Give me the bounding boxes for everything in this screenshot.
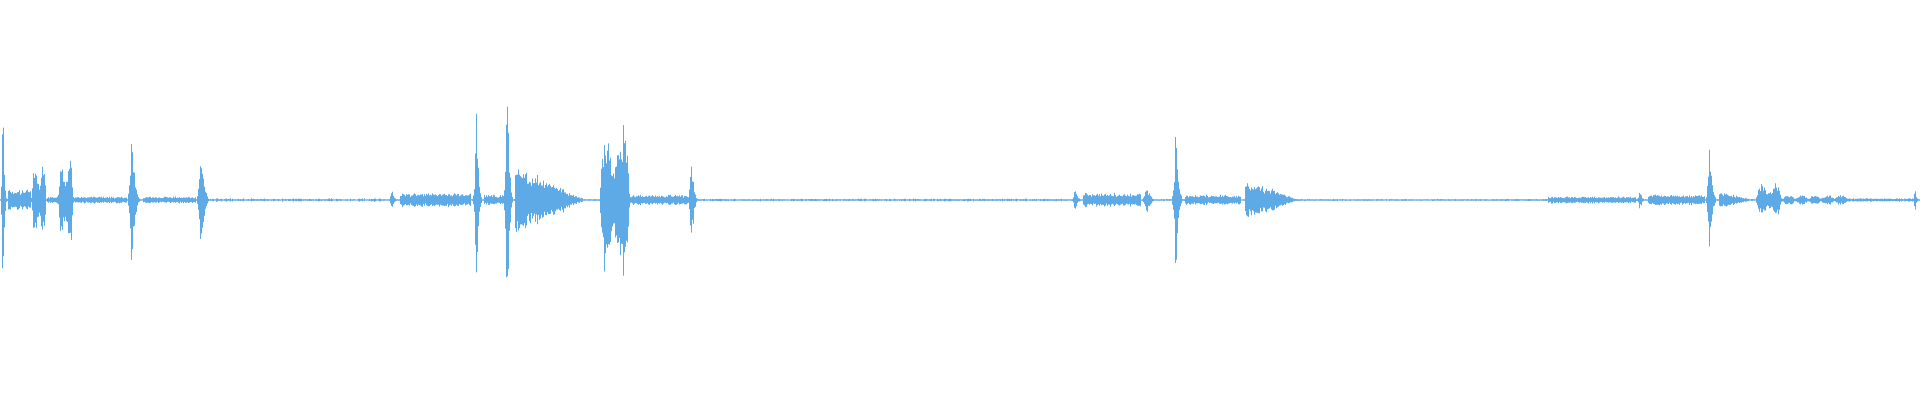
waveform-columns [0,106,1920,278]
waveform-path [0,106,1920,278]
